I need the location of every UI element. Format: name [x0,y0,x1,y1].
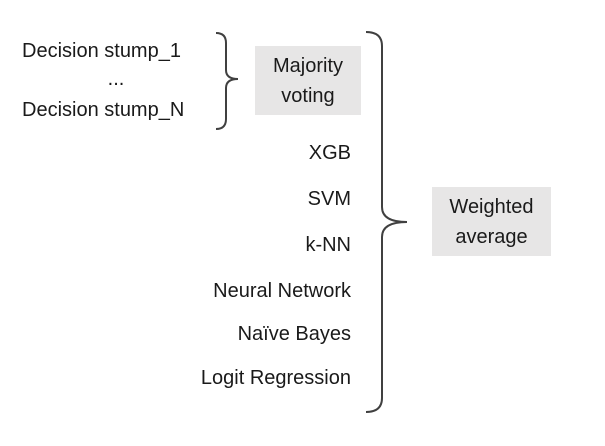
model-label-logit-regression: Logit Regression [200,367,351,389]
model-label-neural-network: Neural Network [213,280,351,302]
model-label-svm: SVM [307,188,351,210]
majority-voting-box: Majority voting [255,46,361,115]
majority-voting-line1: Majority [272,54,343,77]
weighted-average-line2: average [455,225,528,248]
model-label-knn: k-NN [305,234,351,256]
weighted-average-line1: Weighted [449,195,534,218]
decision-stump-ellipsis: ... [107,68,125,90]
small-curly-brace-icon [215,32,239,130]
model-label-xgb: XGB [308,142,351,164]
majority-voting-line2: voting [281,84,335,107]
model-label-naive-bayes: Naïve Bayes [237,323,351,345]
decision-stump-last-label: Decision stump_N [22,99,185,121]
large-curly-brace-icon [365,31,408,413]
weighted-average-box: Weighted average [432,187,551,256]
decision-stump-first-label: Decision stump_1 [22,40,181,62]
